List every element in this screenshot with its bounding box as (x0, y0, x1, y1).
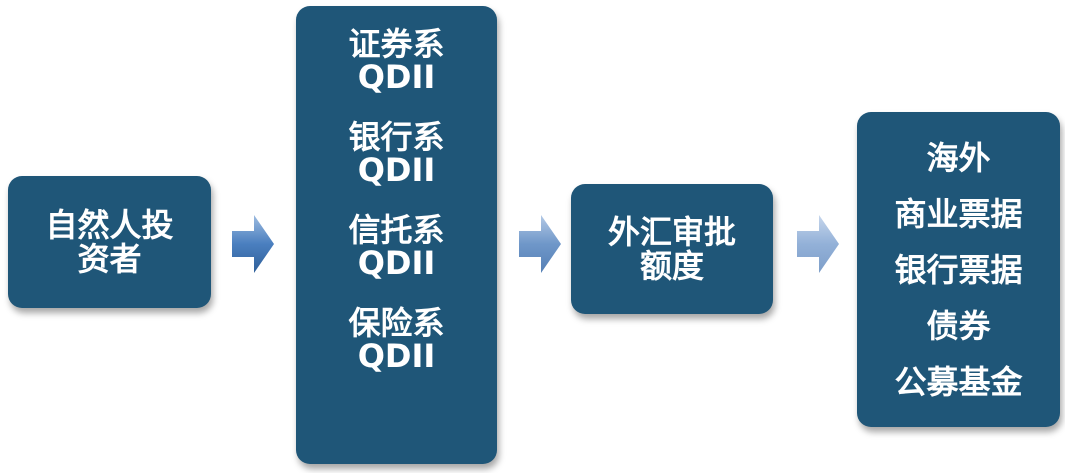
qdii-item-suffix: QDII (357, 244, 436, 282)
qdii-item-bank: 银行系 QDII (348, 121, 444, 187)
asset-bank-paper: 银行票据 (894, 250, 1023, 289)
investor-label-line-1: 自然人投 (45, 206, 174, 244)
asset-overseas: 海外 (926, 138, 991, 177)
qdii-item-insurance: 保险系 QDII (348, 307, 444, 373)
right-arrow-icon (519, 215, 561, 273)
asset-commercial-paper: 商业票据 (894, 194, 1023, 233)
right-arrow-icon (232, 215, 274, 273)
qdii-item-name: 银行系 (348, 118, 445, 156)
quota-label-line-2: 额度 (639, 247, 704, 285)
qdii-item-suffix: QDII (357, 337, 436, 375)
qdii-item-trust: 信托系 QDII (348, 214, 444, 280)
right-arrow-icon (797, 215, 839, 273)
natural-person-investor-box: 自然人投 资者 (8, 176, 211, 308)
fx-approval-quota-box: 外汇审批 额度 (571, 184, 773, 314)
qdii-item-securities: 证券系 QDII (348, 28, 444, 94)
asset-bonds: 债券 (926, 306, 991, 345)
asset-public-funds: 公募基金 (894, 362, 1023, 401)
quota-label-line-1: 外汇审批 (607, 213, 736, 251)
qdii-channels-box: 证券系 QDII 银行系 QDII 信托系 QDII 保险系 QDII (296, 6, 497, 464)
investor-label-line-2: 资者 (77, 240, 142, 278)
qdii-item-name: 保险系 (348, 304, 445, 342)
qdii-item-name: 信托系 (348, 211, 445, 249)
qdii-item-suffix: QDII (357, 151, 436, 189)
overseas-assets-box: 海外 商业票据 银行票据 债券 公募基金 (857, 112, 1060, 427)
qdii-item-name: 证券系 (348, 25, 445, 63)
qdii-item-suffix: QDII (357, 58, 436, 96)
